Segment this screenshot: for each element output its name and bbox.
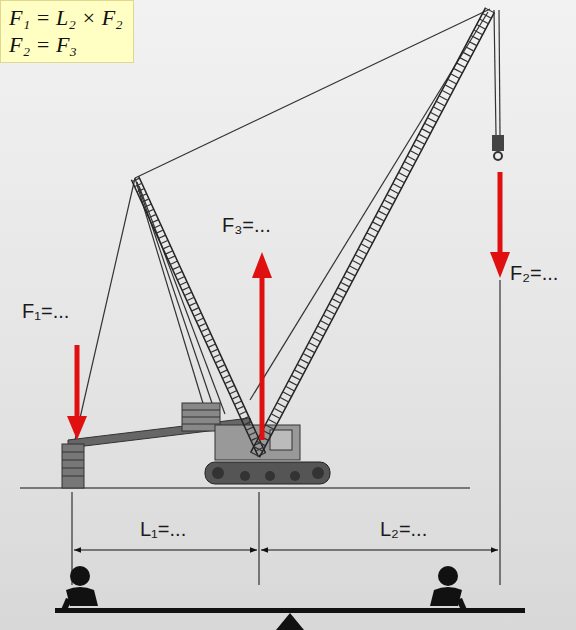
formula-text: F₁ = L₂ × F₂ xyxy=(9,4,123,31)
formula-box: F₁ = L₂ × F₂F₂ = F₃ xyxy=(0,0,134,63)
force-label: F₁=... xyxy=(22,300,69,323)
force-label: F₂=... xyxy=(510,262,558,285)
dimension-lines xyxy=(72,280,500,585)
lattice-boom xyxy=(251,8,495,458)
formula-text: F₂ = F₃ xyxy=(9,31,123,58)
distance-label: L₂=... xyxy=(380,518,427,541)
ground-line xyxy=(20,487,470,489)
crane-ropes xyxy=(75,9,500,440)
hook-block xyxy=(492,135,504,160)
force-label: F₃=... xyxy=(222,214,271,237)
distance-label: L₁=... xyxy=(140,518,186,541)
force-arrows xyxy=(67,172,510,440)
seesaw-figure xyxy=(55,566,525,630)
